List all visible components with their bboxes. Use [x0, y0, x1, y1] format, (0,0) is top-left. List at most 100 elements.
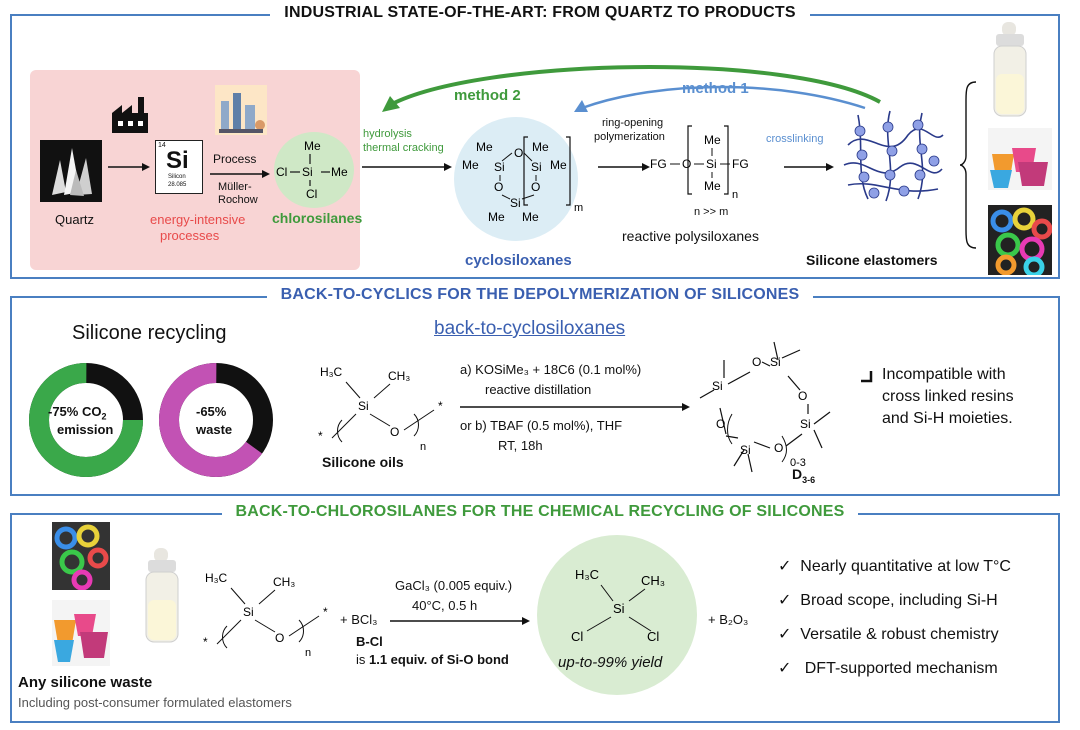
baking-cups-image [988, 128, 1052, 190]
incompatible-line-3: and Si-H moieties. [882, 410, 1013, 427]
arrow-ring-opening [598, 163, 650, 171]
arrow-si-chloro [210, 170, 270, 178]
silicone-oil-structure: H₃C CH₃ Si O * * n [318, 365, 443, 452]
silicone-waste-rings-image [52, 522, 110, 590]
svg-text:Me: Me [462, 158, 479, 172]
arrow-quartz-si [108, 163, 150, 171]
quartz-image [40, 140, 102, 202]
svg-text:Me: Me [304, 139, 321, 153]
including-label: Including post-consumer formulated elast… [18, 695, 292, 710]
advantage-item: ✓ Versatile & robust chemistry [778, 626, 999, 643]
svg-text:Me: Me [532, 140, 549, 154]
incompatible-line-2: cross linked resins [882, 388, 1014, 405]
svg-text:Si: Si [531, 160, 542, 174]
chlorosilane-molecule: Me Cl Si Me Cl [274, 132, 354, 208]
reactive-polysiloxanes-label: reactive polysiloxanes [622, 228, 759, 244]
svg-text:m: m [574, 202, 583, 214]
corner-mark-icon [861, 371, 873, 383]
polysiloxane-molecule: FG O Si FG Me Me n [650, 125, 749, 200]
process-name-1: Müller- [218, 181, 252, 193]
yield-label: up-to-99% yield [558, 654, 663, 671]
panel-industrial-title: INDUSTRIAL STATE-OF-THE-ART: FROM QUARTZ… [0, 4, 1080, 22]
panel-back-to-chlorosilanes-title: BACK-TO-CHLOROSILANES FOR THE CHEMICAL R… [0, 503, 1080, 521]
svg-text:O: O [752, 355, 761, 369]
method-arrows [382, 65, 881, 112]
svg-text:0-3: 0-3 [790, 457, 806, 469]
silicone-waste-bottle-image [145, 548, 179, 643]
baby-bottle-image [993, 22, 1027, 117]
silicone-waste-structure: H₃C CH₃ Si O * * n [203, 571, 328, 659]
svg-text:Cl: Cl [571, 629, 583, 644]
cyclic-d3-6-structure: Si O Si O Si O Si O 0-3 [699, 341, 831, 473]
cyclosiloxanes-label: cyclosiloxanes [465, 252, 572, 269]
svg-text:H₃C: H₃C [320, 365, 343, 379]
svg-text:FG: FG [732, 157, 749, 171]
quartz-label: Quartz [55, 212, 95, 227]
svg-text:Cl: Cl [276, 165, 287, 179]
process-name-2: Rochow [218, 194, 258, 206]
temp-time-condition: 40°C, 0.5 h [412, 598, 478, 613]
svg-text:CH₃: CH₃ [273, 575, 295, 589]
arrow-chlorination [390, 617, 530, 625]
svg-text:Si: Si [243, 605, 254, 619]
svg-text:*: * [438, 399, 443, 413]
svg-text:Si: Si [510, 196, 521, 210]
condition-a2-label: reactive distillation [485, 382, 592, 397]
waste-donut-label: -65% [196, 404, 227, 419]
any-silicone-waste-label: Any silicone waste [18, 674, 153, 691]
svg-text:O: O [774, 441, 783, 455]
svg-text:Si: Si [494, 160, 505, 174]
svg-text:Me: Me [522, 210, 539, 224]
advantage-item: ✓ Nearly quantitative at low T°C [778, 558, 1011, 575]
advantage-item: ✓ Broad scope, including Si-H [778, 592, 998, 609]
svg-text:CH₃: CH₃ [388, 369, 410, 383]
silicone-elastomers-label: Silicone elastomers [806, 252, 938, 268]
cyclosiloxane-molecule: Me Me Si O Si Me Me O O Si Me Me m [454, 117, 583, 241]
co2-donut-chart [29, 363, 143, 477]
silicone-oils-label: Silicone oils [322, 454, 404, 470]
svg-text:O: O [275, 631, 284, 645]
svg-text:Me: Me [550, 158, 567, 172]
advantage-item: ✓ DFT-supported mechanism [778, 660, 998, 677]
b2o3-label: + B₂O₃ [708, 612, 749, 627]
waste-donut-label-2: waste [196, 422, 233, 437]
co2-donut-label: -75% CO2 [48, 404, 107, 422]
svg-text:Me: Me [704, 133, 721, 147]
d3-6-label: D3-6 [792, 466, 816, 485]
svg-text:*: * [203, 635, 208, 649]
crosslinking-label: crosslinking [766, 133, 824, 145]
svg-text:Si: Si [302, 165, 313, 179]
condition-a-label: a) KOSiMe₃ + 18C6 (0.1 mol%) [460, 362, 642, 377]
svg-text:Me: Me [476, 140, 493, 154]
condition-b-label: or b) TBAF (0.5 mol%), THF [460, 418, 623, 433]
method1-label: method 1 [682, 80, 749, 97]
svg-text:FG: FG [650, 157, 667, 171]
panel-back-to-cyclics-title: BACK-TO-CYCLICS FOR THE DEPOLYMERIZATION… [0, 286, 1080, 304]
svg-text:CH₃: CH₃ [641, 573, 665, 588]
svg-text:Me: Me [488, 210, 505, 224]
svg-text:Si: Si [800, 417, 811, 431]
silicone-rings-image [988, 205, 1052, 275]
svg-text:Me: Me [704, 179, 721, 193]
svg-text:O: O [514, 146, 523, 160]
svg-text:Si: Si [770, 355, 781, 369]
ring-opening-label-1: ring-opening [602, 117, 664, 129]
co2-donut-label-2: emission [57, 422, 114, 437]
bcl-label: B-Cl [356, 634, 383, 649]
svg-text:Si: Si [706, 157, 717, 171]
silicone-recycling-label: Silicone recycling [72, 322, 227, 344]
energy-label-2: processes [160, 228, 220, 243]
svg-text:n: n [305, 647, 311, 659]
svg-text:n: n [420, 441, 426, 452]
n-gg-m-label: n >> m [694, 206, 729, 218]
condition-b2-label: RT, 18h [498, 438, 543, 453]
process-label: Process [213, 152, 257, 166]
arrow-hydrolysis [362, 163, 452, 171]
svg-text:O: O [716, 417, 725, 431]
method2-label: method 2 [454, 87, 521, 104]
svg-text:*: * [323, 605, 328, 619]
svg-text:*: * [318, 429, 323, 443]
svg-text:O: O [531, 180, 540, 194]
svg-text:O: O [682, 157, 691, 171]
silicone-network [843, 110, 944, 202]
